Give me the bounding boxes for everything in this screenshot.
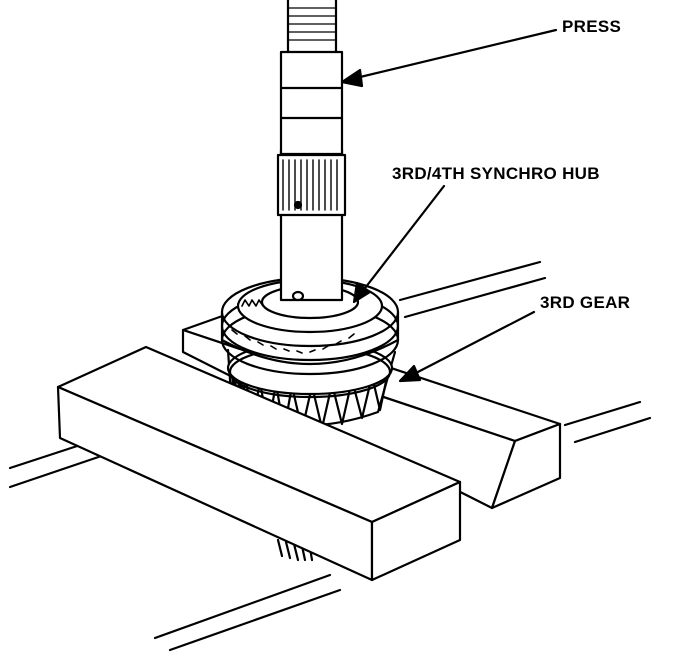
hub-arrowhead xyxy=(352,281,372,304)
press-arrowhead xyxy=(340,68,364,88)
gear-arrowhead xyxy=(398,364,422,383)
gear-teeth-below xyxy=(276,538,314,562)
press-shaft xyxy=(276,0,347,302)
label-leaders xyxy=(340,28,558,383)
front-support-block xyxy=(56,345,462,582)
synchro-hub-label: 3RD/4TH SYNCHRO HUB xyxy=(392,164,600,183)
press-label: PRESS xyxy=(562,17,622,36)
press-bed-rails xyxy=(8,260,652,652)
third-gear-label: 3RD GEAR xyxy=(540,293,631,312)
